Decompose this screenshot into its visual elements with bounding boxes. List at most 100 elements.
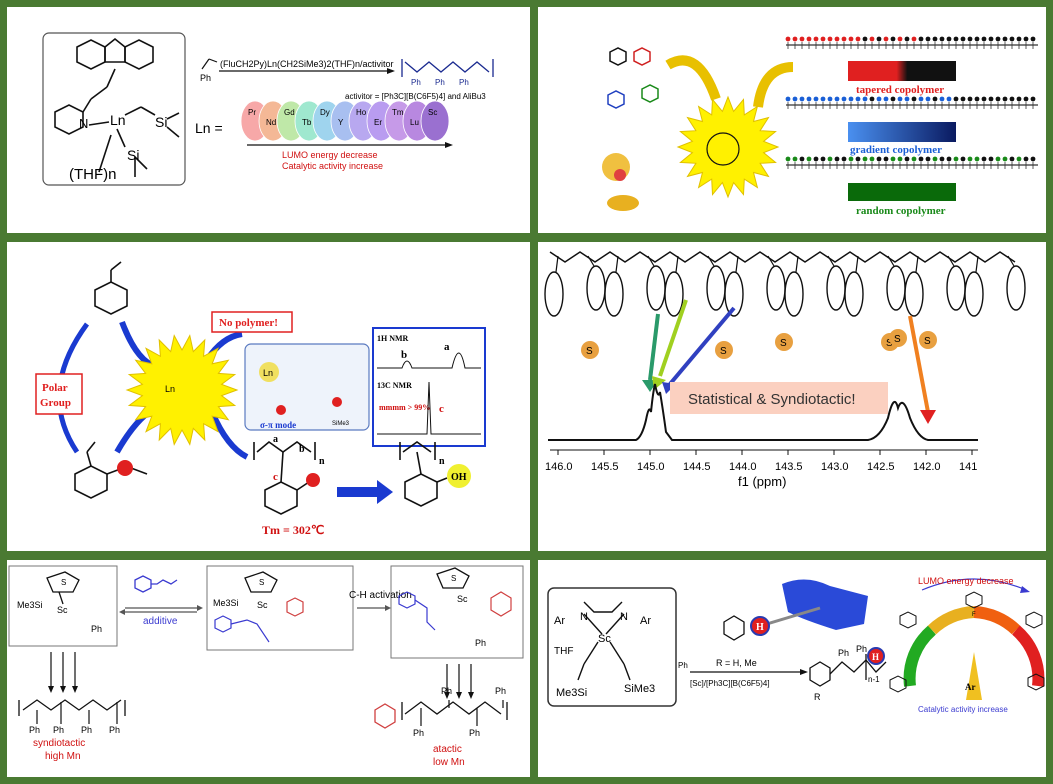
random-monomer-dot (939, 156, 945, 162)
sigma-pi-box (244, 343, 370, 431)
tapered-monomer-dot (911, 36, 917, 42)
random-monomer-dot (1009, 156, 1015, 162)
syndiotactic-chain (18, 699, 126, 716)
catalyst-star (676, 95, 780, 199)
banner-text: Statistical & Syndiotactic! (688, 391, 856, 408)
tick-label: 142.5 (867, 461, 895, 473)
phenyl-ring (964, 271, 984, 317)
polymer-ph-1: Ph (411, 78, 421, 87)
tick-label: 145.5 (591, 461, 619, 473)
peak-c-label: c (439, 403, 444, 415)
oh-group (447, 464, 471, 488)
sulfur-label: S (780, 338, 787, 349)
monomer-structures (607, 47, 659, 109)
phenyl-ring (664, 271, 684, 317)
reaction-conditions: (FluCH2Py)Ln(CH2SiMe3)2(THF)n/activitor (220, 59, 394, 69)
random-monomer-dot (792, 156, 798, 162)
panel2-svg: tapered copolymer gradient copolymer ran… (602, 36, 1038, 217)
tapered-monomer-dot (834, 36, 840, 42)
gradient-monomer-dot (953, 96, 959, 102)
phenyl-ring (724, 271, 744, 317)
random-monomer-dot (911, 156, 917, 162)
lumo-caption: LUMO energy decrease (282, 150, 378, 160)
poly-a-label: a (273, 434, 278, 445)
down-arrows-left (50, 652, 76, 688)
oxygen-atom (117, 460, 133, 476)
gradient-monomer-dot (855, 96, 861, 102)
coordinated-additive (214, 615, 270, 643)
catalyst-core (706, 132, 740, 166)
h-grip-label: H (756, 622, 764, 633)
tick-label: 145.0 (637, 461, 665, 473)
tapered-label: tapered copolymer (856, 84, 944, 96)
random-monomer-dot (981, 156, 987, 162)
ln-equals: Ln = (195, 120, 223, 136)
thf-label: THF (554, 646, 573, 657)
random-monomer-dot (946, 156, 952, 162)
gradient-monomer-dot (967, 96, 973, 102)
gradient-monomer-dot (918, 96, 924, 102)
random-monomer-dot (904, 156, 910, 162)
activity-caption: Catalytic activity increase (282, 161, 383, 171)
random-monomer-dot (1030, 156, 1036, 162)
activated-toluene (490, 591, 512, 617)
gloved-hand (782, 579, 868, 630)
ar-left: Ar (554, 615, 565, 627)
phenyl-ring (766, 265, 786, 311)
lumo-label: LUMO energy decrease (918, 576, 1014, 586)
gradient-monomer-dot (904, 96, 910, 102)
gradient-monomer-dot (960, 96, 966, 102)
tapered-monomer-dot (813, 36, 819, 42)
random-monomer-dot (806, 156, 812, 162)
random-monomer-dot (1023, 156, 1029, 162)
ar-right: Ar (640, 615, 651, 627)
s-atom-1: S (61, 578, 66, 587)
additive-molecule (134, 575, 178, 593)
gradient-monomer-dot (827, 96, 833, 102)
dial-aryl-rings (889, 591, 1045, 693)
element-label: Lu (410, 118, 419, 127)
phenol-polymer (399, 441, 448, 507)
element-label: Gd (284, 108, 295, 117)
phenyl-ring (826, 265, 846, 311)
panel-copolymer-types: tapered copolymer gradient copolymer ran… (538, 7, 1046, 233)
axis-label: f1 (ppm) (738, 474, 786, 489)
random-monomer-dot (953, 156, 959, 162)
sulfur-atom (715, 341, 733, 359)
random-monomer-dot (967, 156, 973, 162)
bound-additive (398, 591, 436, 631)
gradient-monomer-dot (841, 96, 847, 102)
random-monomer-dot (862, 156, 868, 162)
tapered-monomer-dot (953, 36, 959, 42)
phenyl-ring (946, 265, 966, 311)
polymer-ph-2: Ph (435, 78, 445, 87)
low-mn-label: low Mn (433, 757, 465, 768)
gradient-monomer-dot (1030, 96, 1036, 102)
gradient-monomer-dot (869, 96, 875, 102)
random-monomer-dot (785, 156, 791, 162)
methoxystyrene-bottom (74, 441, 148, 499)
peak-a-label: a (444, 341, 450, 353)
nacnac-ligand (577, 601, 631, 681)
thf-label: (THF)n (69, 166, 117, 183)
phenyl-ring (544, 271, 564, 317)
panel-ch-activation: S Sc Me3Si Ph additive S Sc Me3Si C-H ac… (7, 560, 530, 777)
random-monomer-dot (897, 156, 903, 162)
element-label: Dy (320, 108, 330, 117)
phenyl-ring (784, 271, 804, 317)
sulfur-label: S (720, 346, 727, 357)
syndio-ph: Ph (29, 725, 40, 735)
no-polymer-label: No polymer! (219, 317, 278, 329)
output-arrow (753, 62, 794, 108)
polar-label-line1: Polar (42, 382, 68, 394)
arrow-red-head (920, 410, 936, 424)
panel5-svg: S Sc Me3Si Ph additive S Sc Me3Si C-H ac… (8, 565, 524, 768)
gradient-monomer-dot (925, 96, 931, 102)
random-label: random copolymer (856, 205, 946, 217)
sc-atom: Sc (598, 633, 611, 645)
gradient-monomer-dot (911, 96, 917, 102)
n-atom-left: N (580, 611, 588, 623)
tapered-monomer-dot (918, 36, 924, 42)
